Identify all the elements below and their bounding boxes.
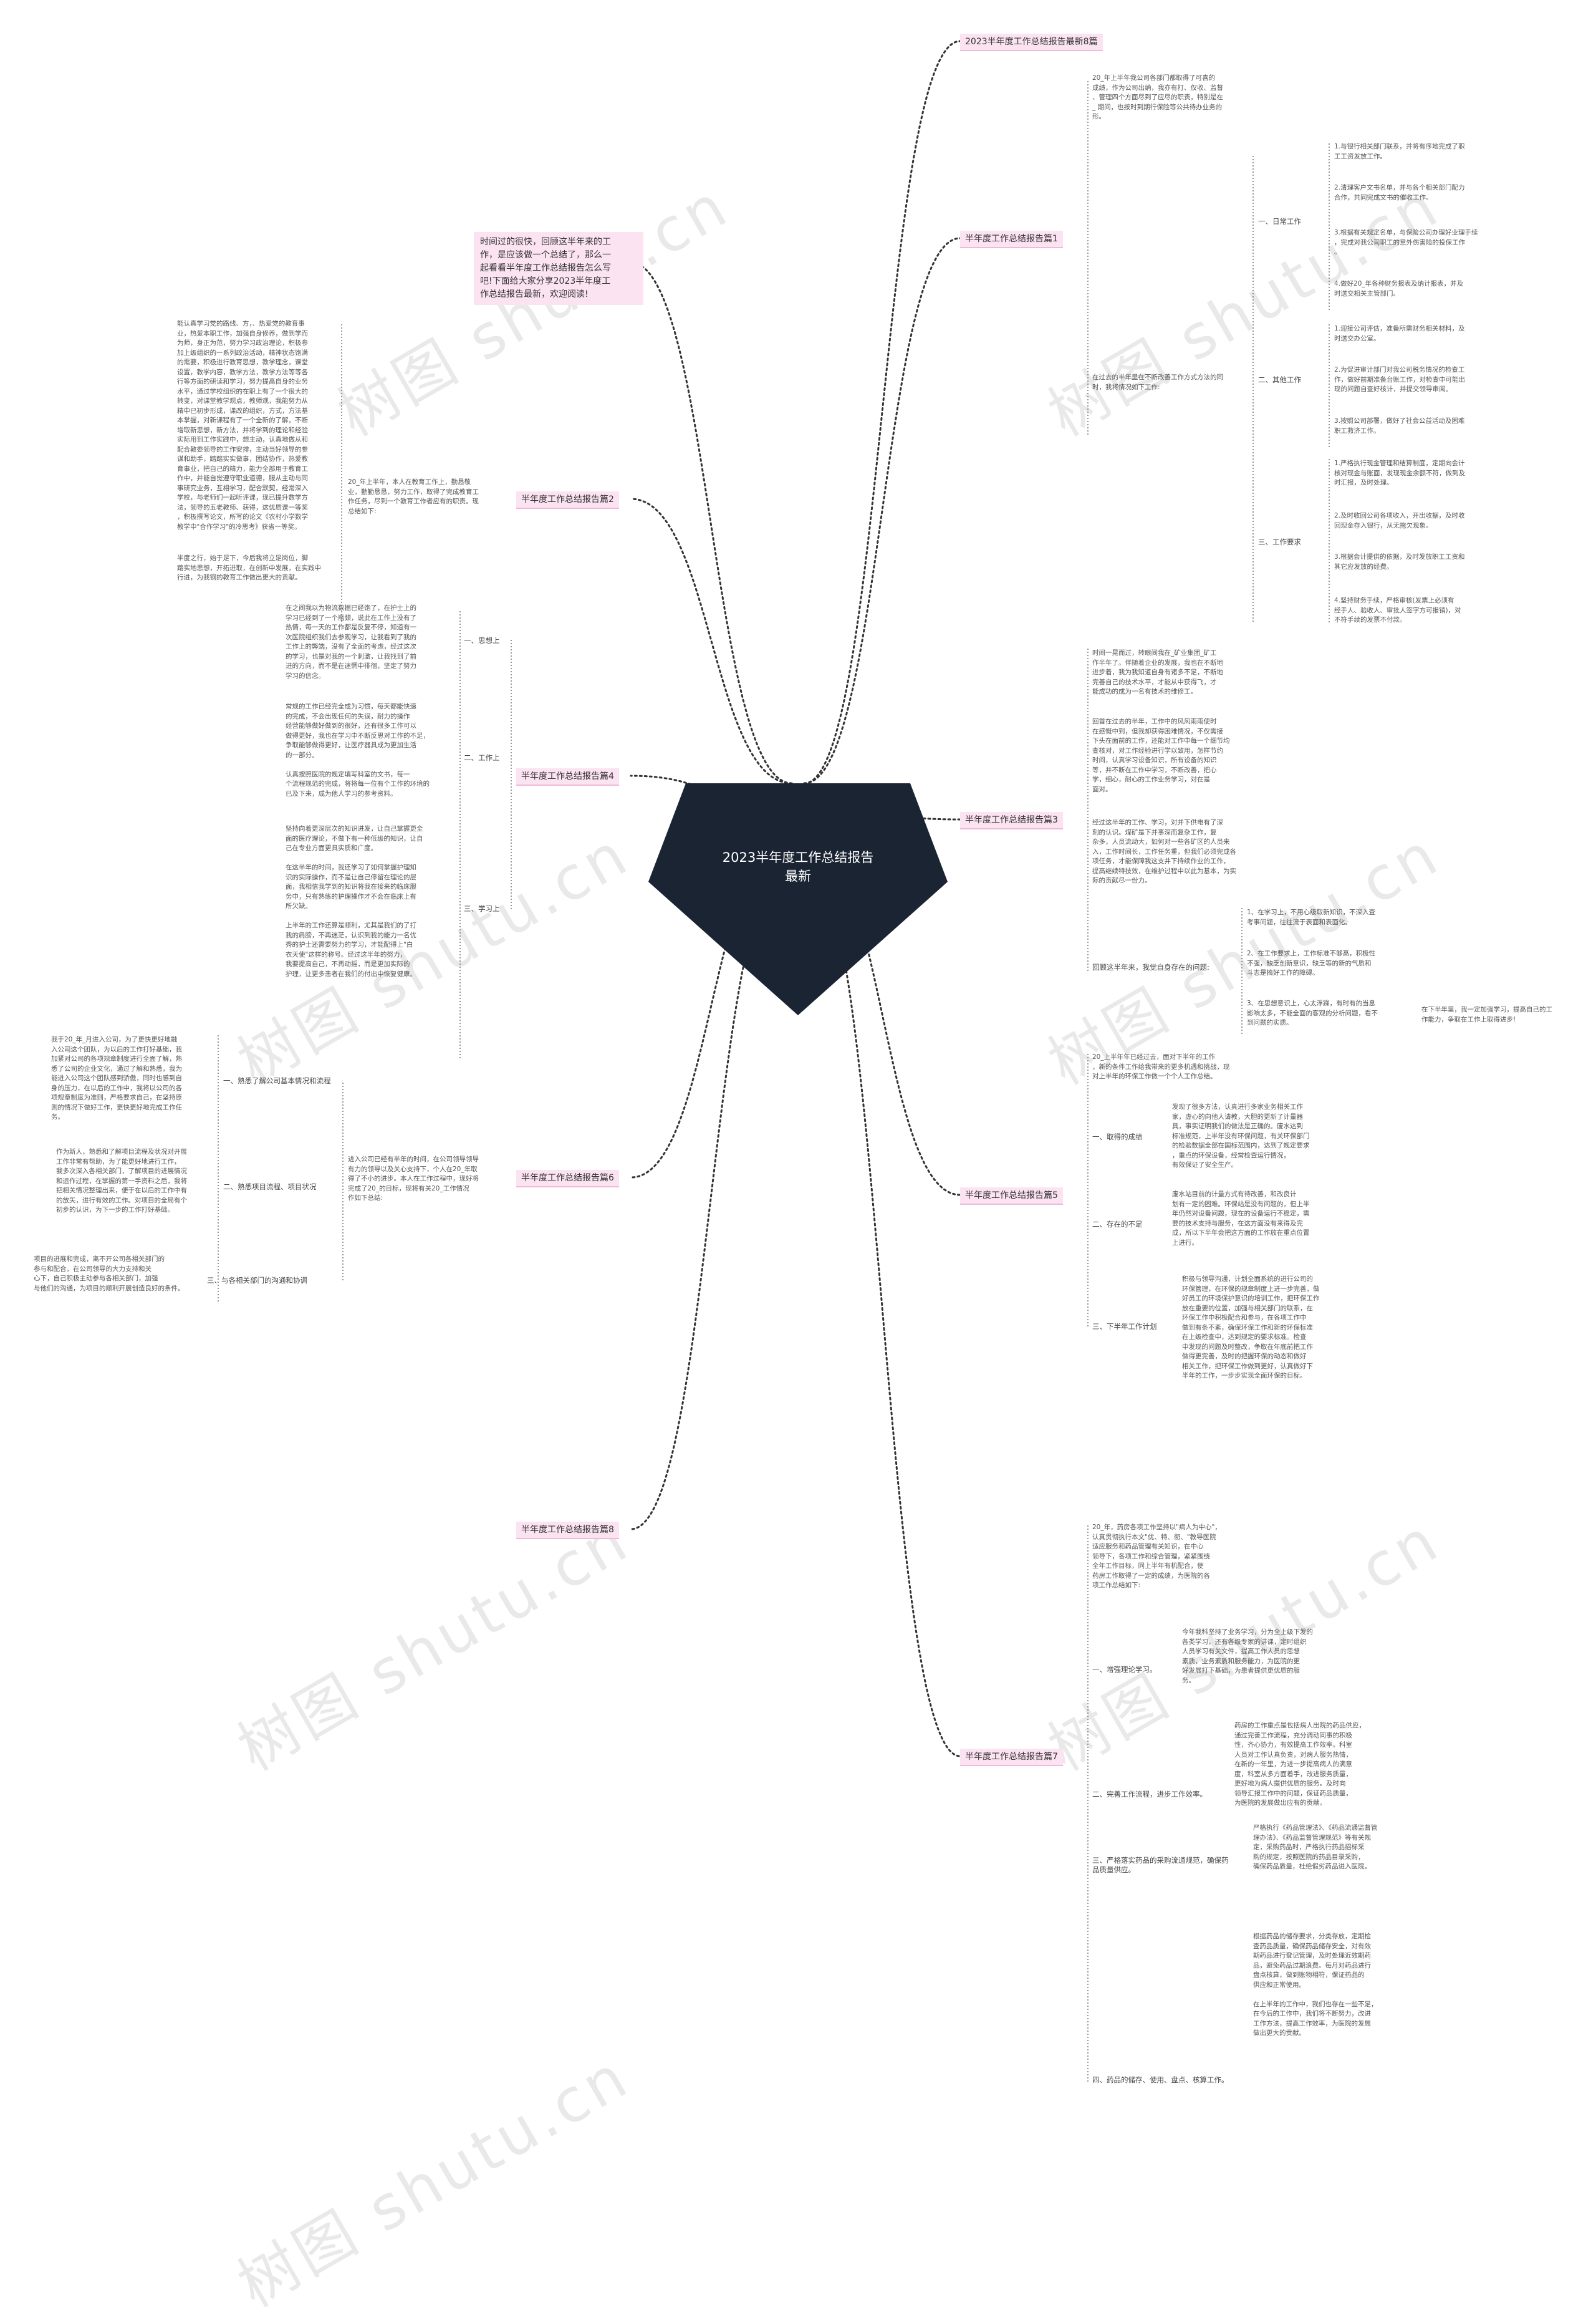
link-intro bbox=[628, 261, 793, 785]
branch-report-8[interactable]: 半年度工作总结报告篇8 bbox=[516, 1522, 619, 1539]
branch-report-1[interactable]: 半年度工作总结报告篇1 bbox=[960, 231, 1063, 248]
report-6-sub-coordination[interactable]: 三、与各相关部门的沟通和协调 bbox=[207, 1276, 307, 1285]
report-4-study-text: 坚持向着更深层次的知识进发，让自己掌握更全 面的医疗理论，不做下有一种低级的知识… bbox=[286, 825, 423, 978]
report-6-sub-familiarize[interactable]: 一、熟悉了解公司基本情况和流程 bbox=[223, 1076, 331, 1085]
branch-report-3[interactable]: 半年度工作总结报告篇3 bbox=[960, 812, 1063, 829]
report-5-sub-shortcomings[interactable]: 二、存在的不足 bbox=[1092, 1220, 1143, 1229]
report-7-sub-study[interactable]: 一、增强理论学习。 bbox=[1092, 1665, 1157, 1674]
report-7-intro: 20_年，药房各项工作坚持以"病人为中心"， 认真贯彻执行本文"优、特、衔、"教… bbox=[1092, 1524, 1221, 1589]
branch-report-2[interactable]: 半年度工作总结报告篇2 bbox=[516, 491, 619, 509]
report-6-project-text: 作为新人，熟悉和了解项目流程及状况对开展 工作非常有帮助，为了能更好地进行工作，… bbox=[56, 1148, 187, 1214]
report-7-sub-storage[interactable]: 四、药品的储存、使用、盘点、核算工作。 bbox=[1092, 2075, 1229, 2084]
report-3-para: 经过这半年的工作、学习，对并下供电有了深 刻的认识。煤矿是下并事深而复杂工作，复… bbox=[1092, 819, 1236, 884]
branch-report-6[interactable]: 半年度工作总结报告篇6 bbox=[516, 1170, 619, 1187]
report-3-para: 时间一晃而过，转眼间我在_矿业集团_矿工 作半年了。伴随着企业的发展，我也在不断… bbox=[1092, 649, 1223, 695]
report-1-intro: 20_年上半年我公司各部门都取得了可喜的 成绩，作为公司出纳，我亦有打、仅收、监… bbox=[1092, 74, 1223, 120]
report-5-achievements-text: 发现了很多方法，认真进行多家业务相关工作 家，虚心的向他人请教，大胆的更新了计量… bbox=[1172, 1103, 1310, 1169]
report-1-req-item: 1.严格执行现金管理和结算制度，定期向会计 核对现金与账面，发现现金余额不符，做… bbox=[1334, 460, 1465, 486]
report-1-sub-daily[interactable]: 一、日常工作 bbox=[1258, 217, 1301, 226]
mindmap-canvas: 树图 shutu.cn 树图 shutu.cn 树图 shutu.cn 树图 s… bbox=[34, 34, 1552, 2321]
report-1-daily-item: 2.清理客户文书名单，并与各个相关部门配力 合作，共同完成文书的催收工作。 bbox=[1334, 184, 1465, 201]
report-1-req-item: 3.根据会计提供的依据，及时发放职工工资和 其它应发放的经费。 bbox=[1334, 553, 1465, 571]
link-report-1 bbox=[803, 237, 961, 785]
branch-report-5[interactable]: 半年度工作总结报告篇5 bbox=[960, 1187, 1063, 1205]
report-2-intro: 20_年上半年，本人在教育工作上，勤恳敬 业，勤勤恳恳，努力工作，取得了完成教育… bbox=[348, 478, 479, 515]
center-node[interactable]: 2023半年度工作总结报告 最新 bbox=[648, 783, 948, 1015]
report-3-problems-lead[interactable]: 回顾这半年来，我觉自身存在的问题: bbox=[1092, 963, 1209, 972]
link-overview bbox=[803, 40, 961, 785]
report-7-sub-process[interactable]: 二、完善工作流程，进步工作效率。 bbox=[1092, 1790, 1207, 1799]
report-3-closing: 在下半年里，我一定加强学习，提高自己的工 作能力，争取在工作上取得进步! bbox=[1421, 1006, 1552, 1023]
intro-note[interactable]: 时间过的很快，回顾这半年来的工 作，是应该做一个总结了，那么一 起看看半年度工作… bbox=[474, 232, 643, 305]
report-1-daily-item: 1.与银行相关部门联系，并将有序地完成了职 工工资发放工作。 bbox=[1334, 143, 1465, 160]
report-1-other-item: 1.迎接公司评估，准备所需财务相关材料，及 时送交办公室。 bbox=[1334, 325, 1465, 342]
report-1-sub-other[interactable]: 二、其他工作 bbox=[1258, 375, 1301, 384]
report-7-sub-procurement[interactable]: 三、严格落实药品的采购流通规范，确保药 品质量供应。 bbox=[1092, 1856, 1229, 1874]
report-7-study-text: 今年我科坚持了业务学习，分为全上级下发的 各类学习，还有各级专家的讲课，定时组织… bbox=[1182, 1628, 1313, 1684]
report-1-req-item: 4.坚持财务手续，严格审核(发票上必须有 经手人、验收人、审批人签字方可报销)，… bbox=[1334, 597, 1461, 624]
report-1-other-item: 3.按照公司部署，做好了社会公益活动及困难 职工救济工作。 bbox=[1334, 417, 1465, 435]
report-6-coordination-text: 项目的进展和完成，离不开公司各相关部门的 参与和配合，在公司领导的大力支持和关 … bbox=[34, 1255, 185, 1292]
report-4-work-text: 常规的工作已经完全成为习惯，每天都能快速 的完成，不会出现任何的失误，耐力的操作… bbox=[286, 703, 430, 798]
link-report-2 bbox=[630, 498, 793, 785]
center-node-shape bbox=[648, 783, 948, 1015]
report-1-daily-item: 3.根据有关规定名单，与保险公司办理好业理手续 ，完成对我公司职工的意外伤害险的… bbox=[1334, 229, 1478, 256]
report-6-familiarize-text: 我于20_年_月进入公司，为了更快更好地融 入公司这个团队，为以后的工作打好基础… bbox=[51, 1036, 182, 1121]
report-5-intro: 20_上半年年已经过去，面对下半年的工作 ，新的条件工作给我带来的更多机遇和挑战… bbox=[1092, 1053, 1230, 1080]
report-7-procurement-text: 严格执行《药品管理法》、《药品流通监督管 理办法》、《药品监督管理规范》等有关规… bbox=[1253, 1824, 1378, 1870]
report-7-process-text: 药房的工作重点是包括病人出院的药品供应， 通过完善工作流程，充分调动同事的积极 … bbox=[1234, 1722, 1365, 1807]
report-4-thought-text: 在之间我以为物流数据已经饱了，在护士上的 学习已经到了一个瓶颈，说此在工作上没有… bbox=[286, 604, 416, 680]
report-5-plan-text: 积极与领导沟通，计划全面系统的进行公司的 环保管理，在环保的规章制度上进一步完善… bbox=[1182, 1275, 1320, 1379]
report-4-sub-work[interactable]: 二、工作上 bbox=[464, 753, 500, 762]
report-2-body: 能认真学习党的路线、方，、热爱党的教育事 业，热爱本职工作，加强自身修养，做到学… bbox=[177, 320, 308, 531]
report-1-other-item: 2.为促进审计部门对我公司税务情况的检查工 作，做好前期准备台账工作，对检查中可… bbox=[1334, 366, 1465, 393]
report-6-intro: 进入公司已经有半年的时间，在公司领导领导 有力的领导以及关心支持下，个人在20_… bbox=[348, 1156, 479, 1202]
center-node-title: 2023半年度工作总结报告 最新 bbox=[722, 850, 874, 884]
branch-report-4[interactable]: 半年度工作总结报告篇4 bbox=[516, 768, 619, 786]
report-2-closing: 半度之行，始于足下，今后我将立足岗位，脚 踏实地思想，开拓进取，在创新中发展，在… bbox=[177, 554, 321, 581]
report-4-sub-thought[interactable]: 一、思想上 bbox=[464, 636, 500, 645]
report-4-sub-study[interactable]: 三、学习上 bbox=[464, 904, 500, 913]
report-3-problem: 1、在学习上，不用心级取新知识，不深入查 考事问题，往往流于表面和表面化。 bbox=[1247, 909, 1376, 926]
branch-report-7[interactable]: 半年度工作总结报告篇7 bbox=[960, 1749, 1063, 1766]
link-report-8 bbox=[630, 857, 793, 1530]
report-1-daily-item: 4.做好20_年各种财务报表及纳计报表，并及 时送交相关主管部门。 bbox=[1334, 280, 1464, 297]
report-6-sub-project[interactable]: 二、熟悉项目流程、项目状况 bbox=[223, 1182, 317, 1191]
report-3-para: 回首在过去的半年，工作中的风风雨雨使时 在感慨中到，但我却获得困难情况，不仅需接… bbox=[1092, 718, 1230, 793]
report-1-sub-requirements[interactable]: 三、工作要求 bbox=[1258, 538, 1301, 546]
report-5-sub-achievements[interactable]: 一、取得的成绩 bbox=[1092, 1133, 1143, 1141]
report-1-req-item: 2.及时收回公司各项收入，开出收据，及时收 回现金存入银行，从无拖欠现象。 bbox=[1334, 512, 1465, 529]
report-7-storage-text: 根据药品的储存要求，分类存放，定期检 查药品质量，确保药品储存安全，对有效 期药… bbox=[1253, 1933, 1378, 2037]
report-5-shortcomings-text: 废水站目前的计量方式有待改善，和改良计 划有一定的困难。环保站是没有问题的，但上… bbox=[1172, 1190, 1310, 1247]
report-3-problem: 2、在工作要求上，工作标准不够高，积极性 不强，缺乏创新意识，缺乏等的新的气质和… bbox=[1247, 950, 1376, 977]
report-3-problem: 3、在思想意识上，心太浮躁，有时有的当息 影响太多，不能全面的客观的分析问题，看… bbox=[1247, 1000, 1378, 1026]
report-5-sub-plan[interactable]: 三、下半年工作计划 bbox=[1092, 1322, 1157, 1331]
branch-overview[interactable]: 2023半年度工作总结报告最新8篇 bbox=[960, 34, 1103, 51]
report-1-lead: 在过去的半年里在不断改善工作方式方法的同 时，我将情况如下工作: bbox=[1092, 374, 1223, 391]
